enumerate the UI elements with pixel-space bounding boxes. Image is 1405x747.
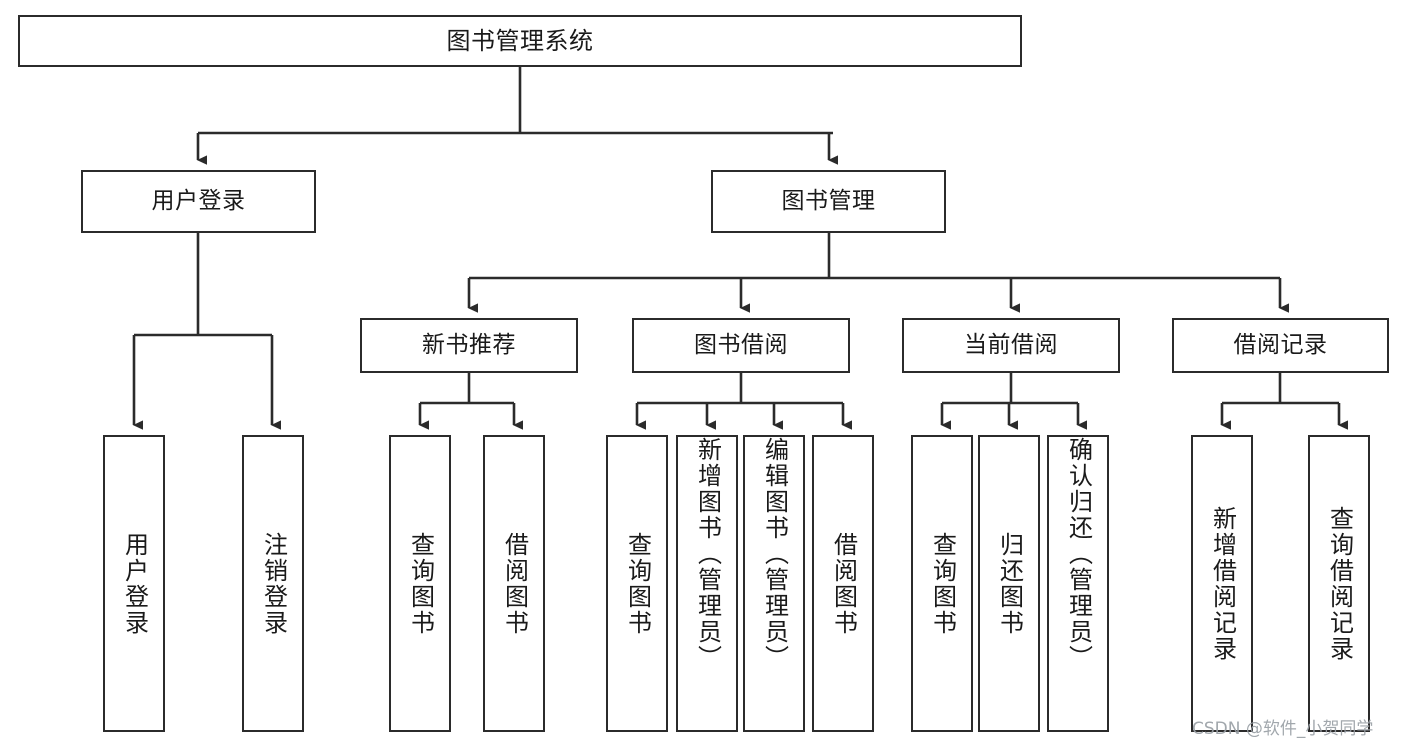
node-label: 查询图书 xyxy=(928,531,957,636)
node-borrow-record[interactable]: 借阅记录 xyxy=(1172,318,1389,373)
node-label: 新增图书（管理员） xyxy=(693,437,722,671)
node-leaf-query-book-2[interactable]: 查询图书 xyxy=(606,435,668,732)
node-label: 图书管理 xyxy=(781,187,876,214)
node-leaf-user-login[interactable]: 用户登录 xyxy=(103,435,165,732)
node-label: 用户登录 xyxy=(151,187,246,214)
node-leaf-edit-book[interactable]: 编辑图书（管理员） xyxy=(743,435,805,732)
node-label: 查询借阅记录 xyxy=(1325,505,1354,662)
node-current-borrow[interactable]: 当前借阅 xyxy=(902,318,1120,373)
node-leaf-query-book-3[interactable]: 查询图书 xyxy=(911,435,973,732)
node-book-management[interactable]: 图书管理 xyxy=(711,170,946,233)
node-label: 新增借阅记录 xyxy=(1208,505,1237,662)
node-leaf-query-record[interactable]: 查询借阅记录 xyxy=(1308,435,1370,732)
node-book-management-system[interactable]: 图书管理系统 xyxy=(18,15,1022,67)
node-label: 借阅记录 xyxy=(1233,331,1328,358)
node-label: 图书管理系统 xyxy=(446,26,594,55)
node-label: 确认归还（管理员） xyxy=(1064,437,1093,671)
node-label: 查询图书 xyxy=(406,531,435,636)
node-label: 归还图书 xyxy=(995,531,1024,636)
node-label: 借阅图书 xyxy=(500,531,529,636)
node-label: 注销登录 xyxy=(259,531,288,636)
node-label: 当前借阅 xyxy=(964,331,1058,358)
node-book-borrow[interactable]: 图书借阅 xyxy=(632,318,850,373)
node-leaf-borrow-book-2[interactable]: 借阅图书 xyxy=(812,435,874,732)
node-label: 借阅图书 xyxy=(829,531,858,636)
node-leaf-query-book-1[interactable]: 查询图书 xyxy=(389,435,451,732)
node-leaf-borrow-book-1[interactable]: 借阅图书 xyxy=(483,435,545,732)
node-label: 编辑图书（管理员） xyxy=(760,437,789,671)
node-new-book-recommend[interactable]: 新书推荐 xyxy=(360,318,578,373)
node-leaf-logout[interactable]: 注销登录 xyxy=(242,435,304,732)
csdn-watermark: CSDN @软件_小贺同学 xyxy=(1192,719,1374,739)
node-leaf-add-record[interactable]: 新增借阅记录 xyxy=(1191,435,1253,732)
node-label: 查询图书 xyxy=(623,531,652,636)
node-leaf-return-book[interactable]: 归还图书 xyxy=(978,435,1040,732)
node-leaf-confirm-return[interactable]: 确认归还（管理员） xyxy=(1047,435,1109,732)
node-user-login[interactable]: 用户登录 xyxy=(81,170,316,233)
node-label: 新书推荐 xyxy=(422,331,516,358)
node-leaf-add-book[interactable]: 新增图书（管理员） xyxy=(676,435,738,732)
node-label: 用户登录 xyxy=(120,531,149,636)
node-label: 图书借阅 xyxy=(694,331,788,358)
